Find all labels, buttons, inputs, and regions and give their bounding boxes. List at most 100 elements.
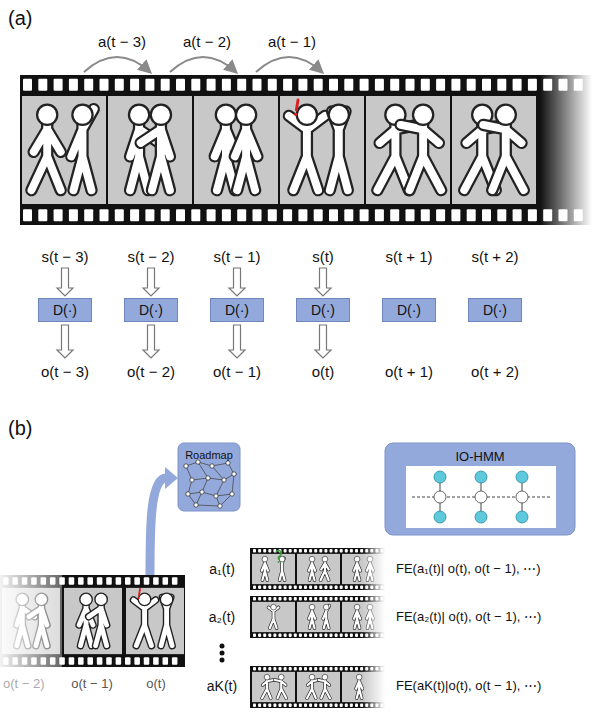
figure-body: [262, 561, 268, 580]
sprocket-hole: [284, 549, 287, 552]
sprocket-hole: [87, 657, 93, 664]
sprocket-hole: [289, 597, 292, 600]
stick-figure: [401, 105, 442, 191]
hmm-input: [434, 471, 446, 483]
figure-outline: [268, 607, 278, 628]
figure-outline: [89, 604, 107, 645]
stick-figure: [71, 105, 94, 191]
sprocket-hole: [375, 209, 384, 221]
ellipsis-dot: [220, 651, 225, 656]
sprocket-hole: [335, 586, 338, 589]
sprocket-hole: [284, 586, 287, 589]
signal-label: o(t − 1): [71, 677, 113, 692]
roadmap-vertex: [194, 503, 198, 507]
sprocket-hole: [191, 79, 200, 91]
sprocket-hole: [513, 79, 522, 91]
hollow-arrow: [57, 325, 73, 358]
sprocket-hole: [304, 634, 307, 637]
sprocket-hole: [84, 79, 93, 91]
sprocket-hole: [279, 704, 282, 707]
hollow-arrow: [229, 325, 245, 358]
sprocket-hole: [268, 597, 271, 600]
signal-label: a(t − 3): [98, 33, 146, 50]
sprocket-hole: [294, 704, 297, 707]
figure-head: [262, 556, 268, 562]
sprocket-hole: [253, 586, 256, 589]
sprocket-hole: [324, 704, 327, 707]
hollow-arrow: [229, 268, 245, 296]
sprocket-hole: [314, 586, 317, 589]
sprocket-hole: [268, 586, 271, 589]
sprocket-hole: [263, 549, 266, 552]
sprocket-hole: [273, 704, 276, 707]
sprocket-hole: [54, 79, 63, 91]
stick-figure: [309, 604, 315, 628]
sprocket-hole: [23, 209, 32, 221]
stick-figure: [275, 674, 286, 698]
figure-body: [354, 609, 360, 628]
question-dot: [278, 561, 280, 563]
sprocket-hole: [309, 704, 312, 707]
sprocket-hole: [309, 634, 312, 637]
sprocket-hole: [344, 209, 353, 221]
figure-body: [31, 123, 60, 191]
sprocket-hole: [253, 209, 262, 221]
iohmm-panel: [385, 443, 575, 535]
sprocket-hole: [284, 667, 287, 670]
figure-body: [483, 123, 524, 191]
sprocket-hole: [350, 586, 353, 589]
hmm-output: [475, 511, 487, 523]
figure-head: [37, 105, 57, 125]
sprocket-hole: [130, 79, 139, 91]
figure-head: [264, 674, 270, 680]
roadmap-vertex: [222, 478, 226, 482]
sprocket-hole: [467, 79, 476, 91]
sprocket-hole: [314, 704, 317, 707]
sprocket-hole: [258, 634, 261, 637]
stick-figure: [323, 604, 329, 628]
sprocket-hole: [54, 209, 63, 221]
figure-outline: [134, 600, 156, 646]
roadmap-edge: [198, 462, 208, 478]
sprocket-hole: [279, 667, 282, 670]
exclamation-dot: [294, 113, 297, 116]
sprocket-hole: [355, 667, 358, 670]
sprocket-hole: [314, 667, 317, 670]
sprocket-hole: [299, 597, 302, 600]
exclamation-mark: [139, 589, 140, 595]
sprocket-hole: [319, 549, 322, 552]
sprocket-hole: [294, 549, 297, 552]
film-frame: [366, 96, 450, 204]
figure-head: [297, 105, 317, 125]
sprocket-hole: [253, 79, 262, 91]
figure-outline: [321, 561, 329, 580]
sprocket-hole: [299, 704, 302, 707]
sprocket-hole: [263, 634, 266, 637]
sprocket-hole: [335, 634, 338, 637]
film-frame: [252, 602, 295, 632]
sprocket-hole: [222, 209, 231, 221]
sprocket-hole: [258, 667, 261, 670]
figure-head: [354, 604, 360, 610]
figure-head: [322, 556, 328, 562]
film-frame: [297, 672, 340, 702]
sprocket-hole: [125, 657, 131, 664]
sprocket-hole: [69, 79, 78, 91]
roadmap-vertex: [184, 464, 188, 468]
figure-outline: [289, 116, 325, 190]
signal-label: s(t − 2): [127, 248, 174, 265]
stick-figure: [89, 593, 108, 645]
figure-outline: [31, 123, 60, 191]
stick-figure: [321, 556, 329, 580]
roadmap-vertex: [210, 464, 214, 468]
node-text: D(·): [225, 302, 249, 318]
sprocket-hole: [258, 704, 261, 707]
stick-figure: [262, 556, 268, 580]
figure-head: [80, 593, 92, 605]
sprocket-hole: [258, 549, 261, 552]
question-mark: [276, 551, 281, 560]
figure-head: [309, 604, 315, 610]
sprocket-hole: [482, 209, 491, 221]
